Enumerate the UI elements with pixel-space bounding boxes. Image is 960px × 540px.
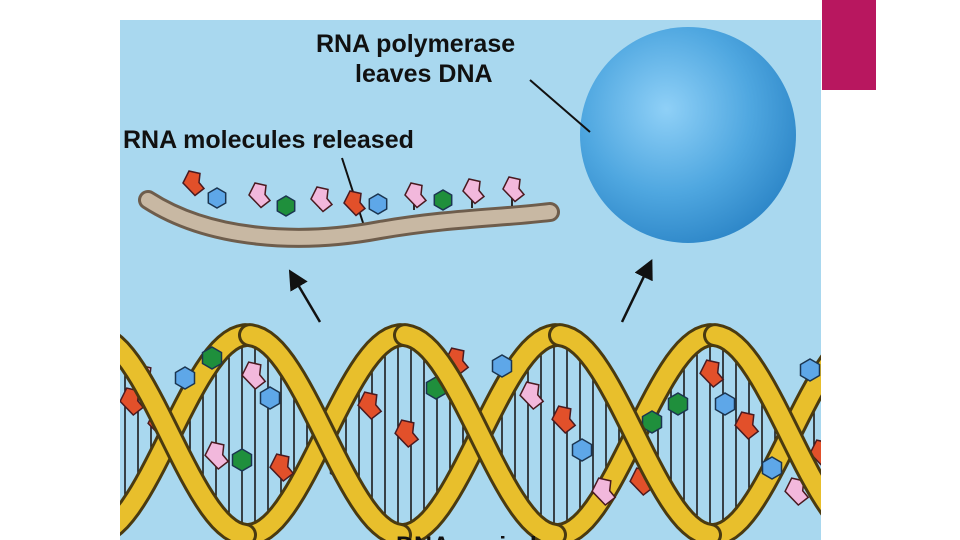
dna-base	[261, 387, 280, 409]
rna-base	[277, 196, 294, 216]
polymerase-label-line1: RNA polymerase	[316, 30, 515, 58]
rna-base	[208, 188, 225, 208]
dna-base	[716, 393, 735, 415]
dna-base	[573, 439, 592, 461]
rna-base	[369, 194, 386, 214]
rna-base	[434, 190, 451, 210]
dna-base	[203, 347, 222, 369]
dna-base	[493, 355, 512, 377]
dna-rewinds-label: DNA rewinds	[396, 532, 551, 540]
rna-released-label: RNA molecules released	[123, 126, 414, 154]
dna-base	[669, 393, 688, 415]
accent-bar	[822, 0, 876, 90]
polymerase-label-line2: leaves DNA	[355, 60, 493, 88]
transcription-figure: RNA polymerase leaves DNA RNA molecules …	[120, 20, 821, 540]
dna-base	[763, 457, 782, 479]
dna-base	[233, 449, 252, 471]
dna-base	[801, 359, 820, 381]
rna-polymerase-sphere	[580, 27, 796, 243]
dna-base	[176, 367, 195, 389]
